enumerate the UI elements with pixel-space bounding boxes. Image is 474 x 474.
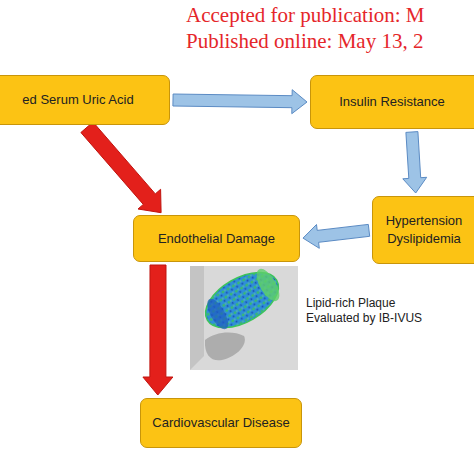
watermark-text: Published online: May 13, 2 [186,28,423,54]
box-label: Insulin Resistance [339,93,445,111]
process-box: Insulin Resistance [310,75,474,129]
block-arrow [81,122,161,213]
box-label: ed Serum Uric Acid [22,91,133,109]
block-arrow [303,224,370,248]
illustration-caption: Lipid-rich Plaque Evaluated by IB-IVUS [306,296,434,326]
panel-wall [190,266,204,370]
process-box: Hypertension Dyslipidemia [372,196,474,264]
arrow-shape [303,224,370,248]
process-box: ed Serum Uric Acid [0,75,170,125]
box-label: Endothelial Damage [158,230,275,248]
arrow-shape [403,132,427,193]
plaque-vessel [196,261,287,339]
block-arrow [403,132,427,193]
block-arrow [143,265,173,395]
block-arrow [173,90,307,114]
arrow-shape [81,122,161,213]
box-label: Cardiovascular Disease [152,414,289,432]
watermark-text: Accepted for publication: M [186,2,425,28]
process-box: Endothelial Damage [133,215,300,262]
arrow-shape [173,90,307,114]
arrow-shape [143,265,173,395]
process-box: Cardiovascular Disease [140,398,302,448]
box-label: Hypertension Dyslipidemia [380,212,468,247]
plaque-shadow [205,333,245,361]
